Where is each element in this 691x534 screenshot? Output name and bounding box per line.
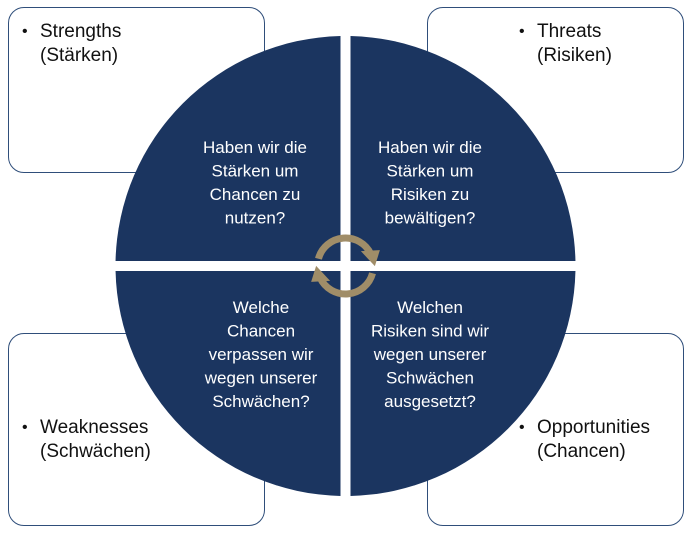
opportunities-label: • Opportunities (Chancen) <box>519 416 651 464</box>
arrowhead-upper <box>360 250 380 267</box>
threats-subtitle: (Risiken) <box>537 45 612 66</box>
quadrant-line: wegen unserer <box>373 345 487 364</box>
quadrant-line: Risiken sind wir <box>371 322 489 341</box>
bullet-icon: • <box>22 23 28 40</box>
threats-title: Threats <box>537 21 602 42</box>
quadrant-line: Welchen <box>397 298 463 317</box>
quadrant-line: bewältigen? <box>385 209 476 228</box>
weaknesses-title: Weaknesses <box>40 417 149 438</box>
weaknesses-subtitle: (Schwächen) <box>40 441 151 462</box>
strengths-title: Strengths <box>40 21 122 42</box>
quadrant-bottom-left <box>115 271 341 496</box>
arrowhead-lower <box>311 265 331 282</box>
strengths-label: • Strengths (Stärken) <box>22 20 122 68</box>
opportunities-subtitle: (Chancen) <box>537 441 626 462</box>
quadrant-line: Haben wir die <box>203 138 307 157</box>
quadrant-top-right <box>350 36 576 262</box>
bullet-icon: • <box>519 23 525 40</box>
bullet-icon: • <box>22 419 28 436</box>
weaknesses-label: • Weaknesses (Schwächen) <box>22 416 151 464</box>
quadrant-line: Schwächen? <box>212 392 309 411</box>
quadrant-line: Stärken um <box>387 162 474 181</box>
quadrant-line: Risiken zu <box>391 185 469 204</box>
strengths-subtitle: (Stärken) <box>40 45 119 66</box>
quadrant-line: wegen unserer <box>204 369 318 388</box>
arrow-arc-lower <box>316 272 376 298</box>
quadrant-line: verpassen wir <box>209 345 314 364</box>
quadrant-line: Stärken um <box>212 162 299 181</box>
quadrant-bottom-right <box>350 271 576 496</box>
quadrant-line: nutzen? <box>225 209 286 228</box>
threats-label: • Threats (Risiken) <box>519 20 612 68</box>
quadrant-line: Haben wir die <box>378 138 482 157</box>
quadrant-top-left <box>115 36 341 262</box>
quadrant-line: ausgesetzt? <box>384 392 476 411</box>
cycle-arrows-icon <box>311 234 380 298</box>
bullet-icon: • <box>519 419 525 436</box>
opportunities-title: Opportunities <box>537 417 651 438</box>
arrow-arc-upper <box>315 234 375 260</box>
quadrant-line: Chancen <box>227 322 295 341</box>
quadrant-line: Chancen zu <box>210 185 301 204</box>
quadrant-line: Schwächen <box>386 369 474 388</box>
quadrant-line: Welche <box>233 298 289 317</box>
